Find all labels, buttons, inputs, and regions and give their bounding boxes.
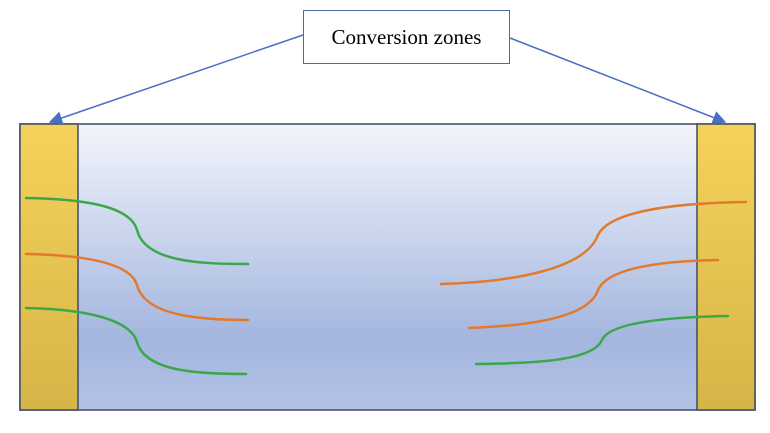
right-curve-bottom — [474, 314, 730, 366]
left-curve-middle — [24, 252, 250, 322]
callout-text: Conversion zones — [331, 24, 482, 49]
right-conversion-zone — [696, 123, 756, 411]
left-conversion-zone — [19, 123, 79, 411]
arrow-to-right-zone — [509, 37, 727, 124]
right-curve-top — [439, 200, 748, 286]
left-curve-bottom — [24, 306, 248, 376]
chamber — [19, 123, 756, 411]
arrow-to-left-zone — [48, 34, 304, 125]
left-curve-top — [24, 196, 250, 266]
conversion-zones-label: Conversion zones — [303, 10, 510, 64]
right-curve-middle — [467, 258, 720, 330]
